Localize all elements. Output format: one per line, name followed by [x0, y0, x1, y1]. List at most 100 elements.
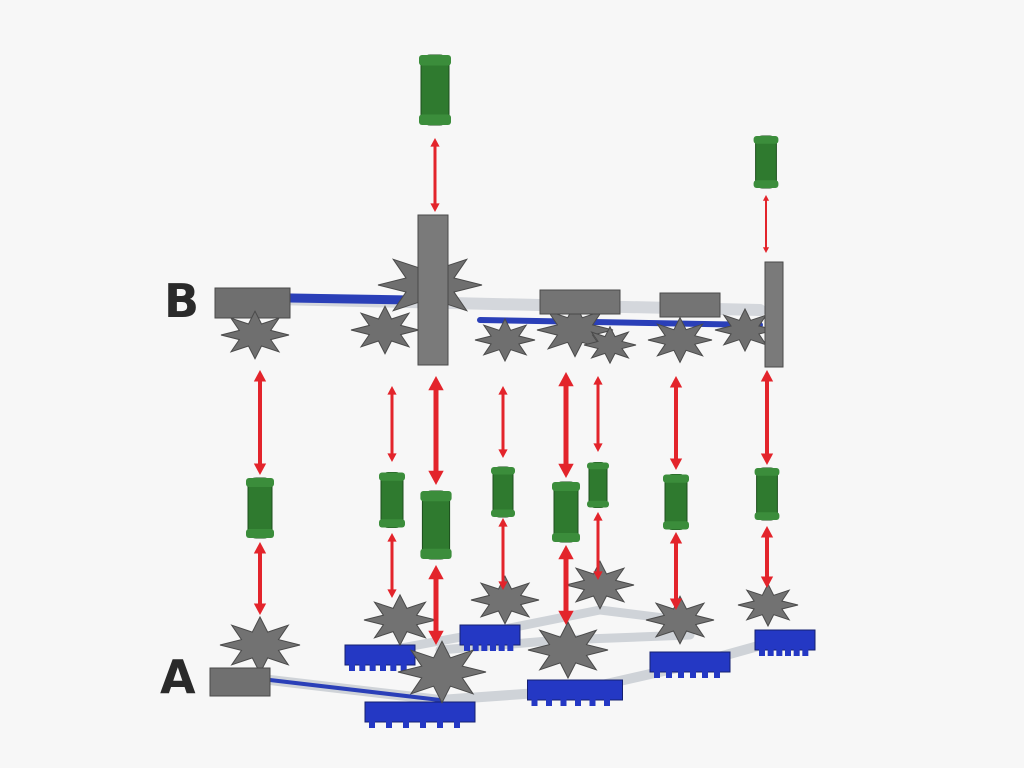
gear-tooth: [390, 663, 397, 671]
arrow-head-down: [253, 603, 267, 615]
connector-hub: [527, 620, 609, 680]
gear-tooth: [531, 698, 538, 706]
blue-gear-connector: [754, 629, 816, 651]
connector-hub: [714, 307, 776, 353]
blue-gear-connector: [364, 701, 476, 723]
arrow-head-down: [498, 449, 508, 458]
arrow-head-up: [760, 370, 774, 382]
arrow-head-down: [387, 453, 397, 462]
arrow-head-up: [428, 565, 444, 580]
gear-tooth: [793, 648, 800, 656]
green-spacer-cap: [754, 468, 780, 476]
gear-tooth: [490, 643, 496, 651]
green-spacer-cap: [587, 500, 609, 508]
green-spacer-cap: [246, 529, 274, 538]
connector-hub: [647, 316, 713, 364]
arrow-head-up: [430, 138, 440, 147]
arrow-head-down: [428, 470, 444, 485]
arrow-head-up: [593, 376, 603, 385]
layer-b-label: B: [164, 274, 200, 328]
arrow-head-up: [387, 386, 397, 395]
blue-gear-connector: [459, 624, 521, 646]
green-spacer-cap: [552, 482, 580, 491]
arrow-head-up: [428, 376, 444, 391]
arrow-head-down: [760, 576, 774, 588]
connector-hub: [350, 305, 420, 355]
green-spacer-cap: [420, 548, 452, 559]
arrow-head-down: [669, 458, 683, 470]
gray-end-connector: [214, 287, 291, 319]
gear-tooth: [472, 643, 479, 651]
green-spacer-cap: [587, 462, 609, 470]
arrow-head-down: [762, 247, 770, 253]
arrow-head-up: [387, 533, 397, 542]
green-spacer-cap: [246, 478, 274, 487]
arrow-head-up: [669, 532, 683, 544]
connector-hub: [219, 615, 301, 675]
gear-tooth: [369, 720, 375, 728]
green-spacer-cap: [552, 533, 580, 542]
gear-tooth: [498, 643, 505, 651]
gear-tooth: [546, 698, 552, 706]
gear-tooth: [420, 720, 426, 728]
gear-tooth: [380, 663, 386, 671]
green-spacer-cap: [419, 55, 451, 66]
arrow-head-down: [593, 443, 603, 452]
arrow-head-up: [669, 376, 683, 388]
green-spacer-cap: [663, 521, 689, 530]
arrow-head-down: [498, 581, 508, 590]
blue-gear-connector: [649, 651, 731, 673]
gear-tooth: [604, 698, 610, 706]
arrow-head-down: [558, 463, 574, 478]
connector-hub: [397, 640, 487, 704]
gear-tooth: [776, 648, 783, 656]
vertical-gray-connector: [764, 261, 784, 368]
green-spacer-cap: [420, 491, 452, 502]
arrow-head-down: [593, 571, 603, 580]
gear-tooth: [464, 643, 470, 651]
green-spacer-cap: [754, 512, 780, 520]
gear-tooth: [481, 643, 488, 651]
arrow-head-up: [760, 526, 774, 538]
arrow-head-up: [762, 195, 770, 201]
arrow-head-up: [558, 372, 574, 387]
blue-gear-connector: [527, 679, 623, 701]
arrow-head-down: [387, 589, 397, 598]
gear-tooth: [767, 648, 774, 656]
gear-tooth: [560, 698, 567, 706]
connector-hub: [583, 325, 637, 365]
gear-tooth: [437, 720, 443, 728]
connector-hub: [220, 310, 290, 360]
vertical-gray-connector: [417, 214, 449, 366]
gray-clip-connector: [659, 292, 721, 318]
gear-tooth: [666, 670, 672, 678]
green-spacer-cap: [419, 114, 451, 125]
gear-tooth: [759, 648, 765, 656]
gear-tooth: [654, 670, 660, 678]
connector-hub: [470, 575, 540, 625]
gear-tooth: [403, 720, 409, 728]
connector-hub: [363, 593, 437, 647]
arrow-head-down: [428, 630, 444, 645]
green-spacer-cap: [379, 472, 405, 481]
gear-tooth: [702, 670, 708, 678]
arrow-head-down: [253, 463, 267, 475]
gear-tooth: [369, 663, 376, 671]
gear-tooth: [349, 663, 355, 671]
green-spacer-cap: [663, 474, 689, 483]
connector-hub: [474, 317, 536, 363]
gear-tooth: [359, 663, 366, 671]
gear-tooth: [575, 698, 581, 706]
connector-hub: [565, 560, 635, 610]
arrow-head-up: [253, 542, 267, 554]
arrow-head-down: [669, 598, 683, 610]
rod: [477, 317, 763, 328]
gear-tooth: [802, 648, 809, 656]
arrow-head-up: [253, 370, 267, 382]
layer-a-label: A: [160, 650, 196, 704]
gear-tooth: [589, 698, 596, 706]
gray-clip-connector: [539, 289, 621, 315]
arrow-head-up: [558, 545, 574, 560]
